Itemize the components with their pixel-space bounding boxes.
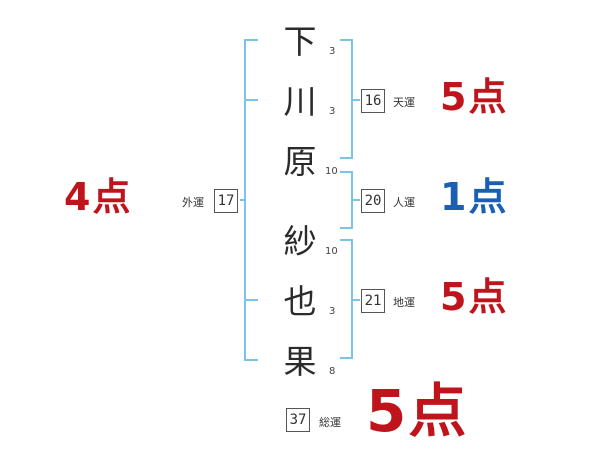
gaiun-score: 4点 [64,178,130,216]
name-char-2: 川 [283,82,317,121]
stroke-count-2: 3 [329,106,336,117]
gaiun-score-number: 4 [64,175,93,219]
souun-score: 5点 [366,382,466,440]
tenun-score: 5点 [440,78,506,116]
gaiun-score-unit: 点 [92,175,131,219]
souun-score-number: 5 [366,377,409,445]
tenun-score-unit: 点 [468,75,507,119]
name-char-4: 紗 [283,222,317,261]
tenun-value-box: 16 [361,89,385,113]
chiun-label: 地運 [393,296,415,309]
name-char-6: 果 [283,342,317,381]
gaiun-value-box: 17 [214,189,238,213]
stroke-count-1: 3 [329,46,336,57]
chiun-score-unit: 点 [468,275,507,319]
chiun-value-box: 21 [361,289,385,313]
chiun-score: 5点 [440,278,506,316]
tenun-score-number: 5 [440,75,469,119]
jinun-bracket [340,171,353,229]
chiun-bracket [340,239,353,359]
outer-bracket [244,39,258,361]
gaiun-label: 外運 [182,196,204,209]
stroke-count-3: 10 [325,166,338,177]
stroke-count-5: 3 [329,306,336,317]
jinun-score: 1点 [440,178,506,216]
jinun-score-unit: 点 [468,175,507,219]
jinun-score-number: 1 [440,175,469,219]
chiun-score-number: 5 [440,275,469,319]
souun-label: 総運 [319,416,341,429]
souun-value-box: 37 [286,408,310,432]
tenun-label: 天運 [393,96,415,109]
stroke-count-4: 10 [325,246,338,257]
name-char-1: 下 [283,22,317,61]
name-char-5: 也 [283,282,317,321]
stroke-count-6: 8 [329,366,336,377]
name-char-3: 原 [283,142,317,181]
souun-score-unit: 点 [408,377,467,445]
jinun-value-box: 20 [361,189,385,213]
tenun-bracket [340,39,353,159]
jinun-label: 人運 [393,196,415,209]
